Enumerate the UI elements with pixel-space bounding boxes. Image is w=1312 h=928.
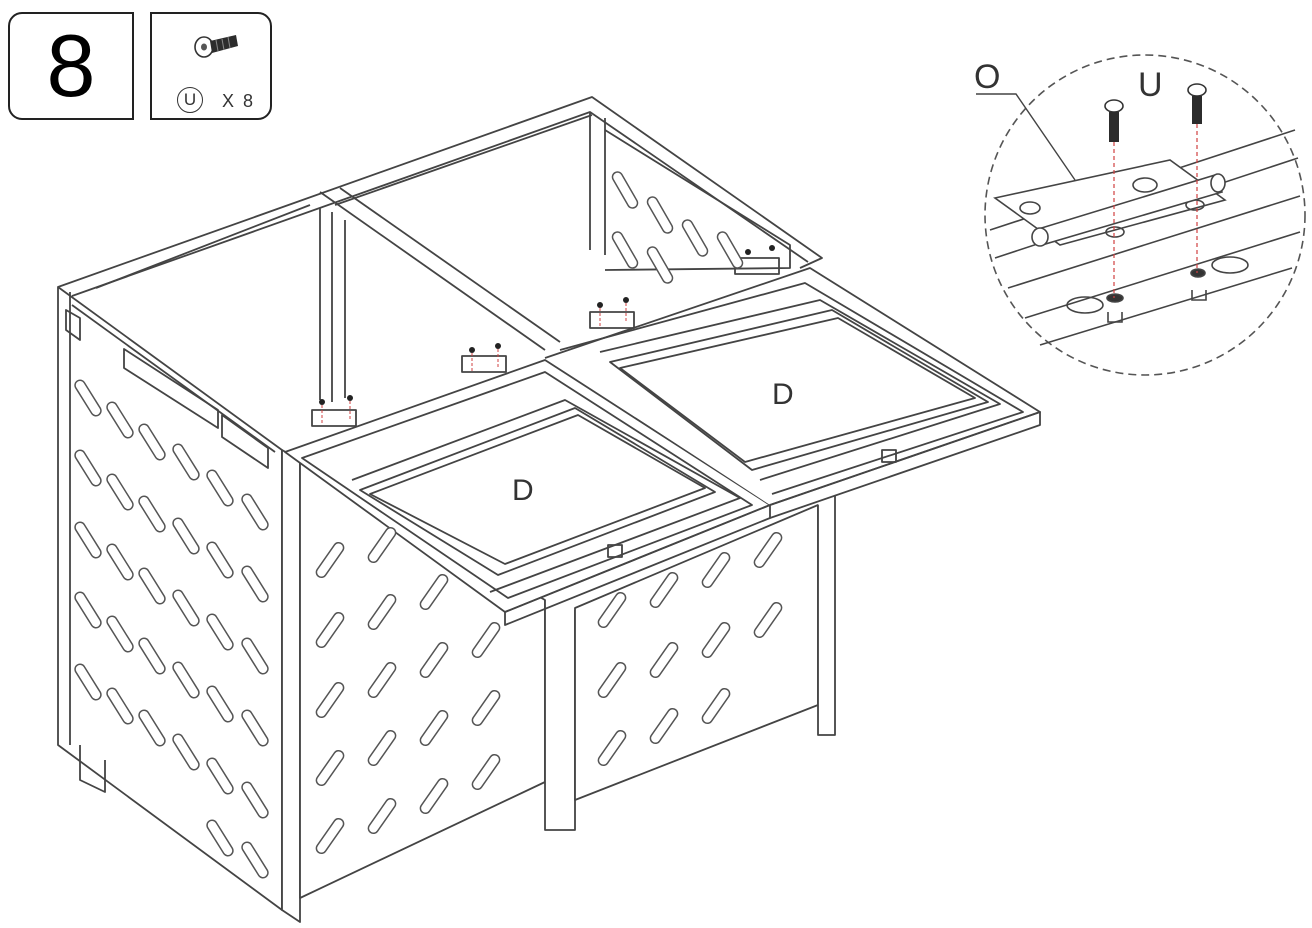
panel-label-right: D bbox=[772, 378, 794, 411]
detail-callout bbox=[976, 54, 1306, 376]
step-number: 8 bbox=[46, 16, 96, 115]
vent-slots-back bbox=[609, 169, 746, 286]
step-number-box: 8 bbox=[8, 12, 134, 120]
panel-label-left: D bbox=[512, 474, 534, 507]
hinge-label: O bbox=[974, 58, 1001, 96]
parts-callout: U X 8 bbox=[150, 12, 272, 120]
part-quantity: X 8 bbox=[222, 91, 256, 111]
bolt-icon bbox=[194, 35, 238, 58]
bolt-label: U bbox=[1138, 66, 1163, 104]
part-letter-badge: U bbox=[177, 87, 203, 113]
